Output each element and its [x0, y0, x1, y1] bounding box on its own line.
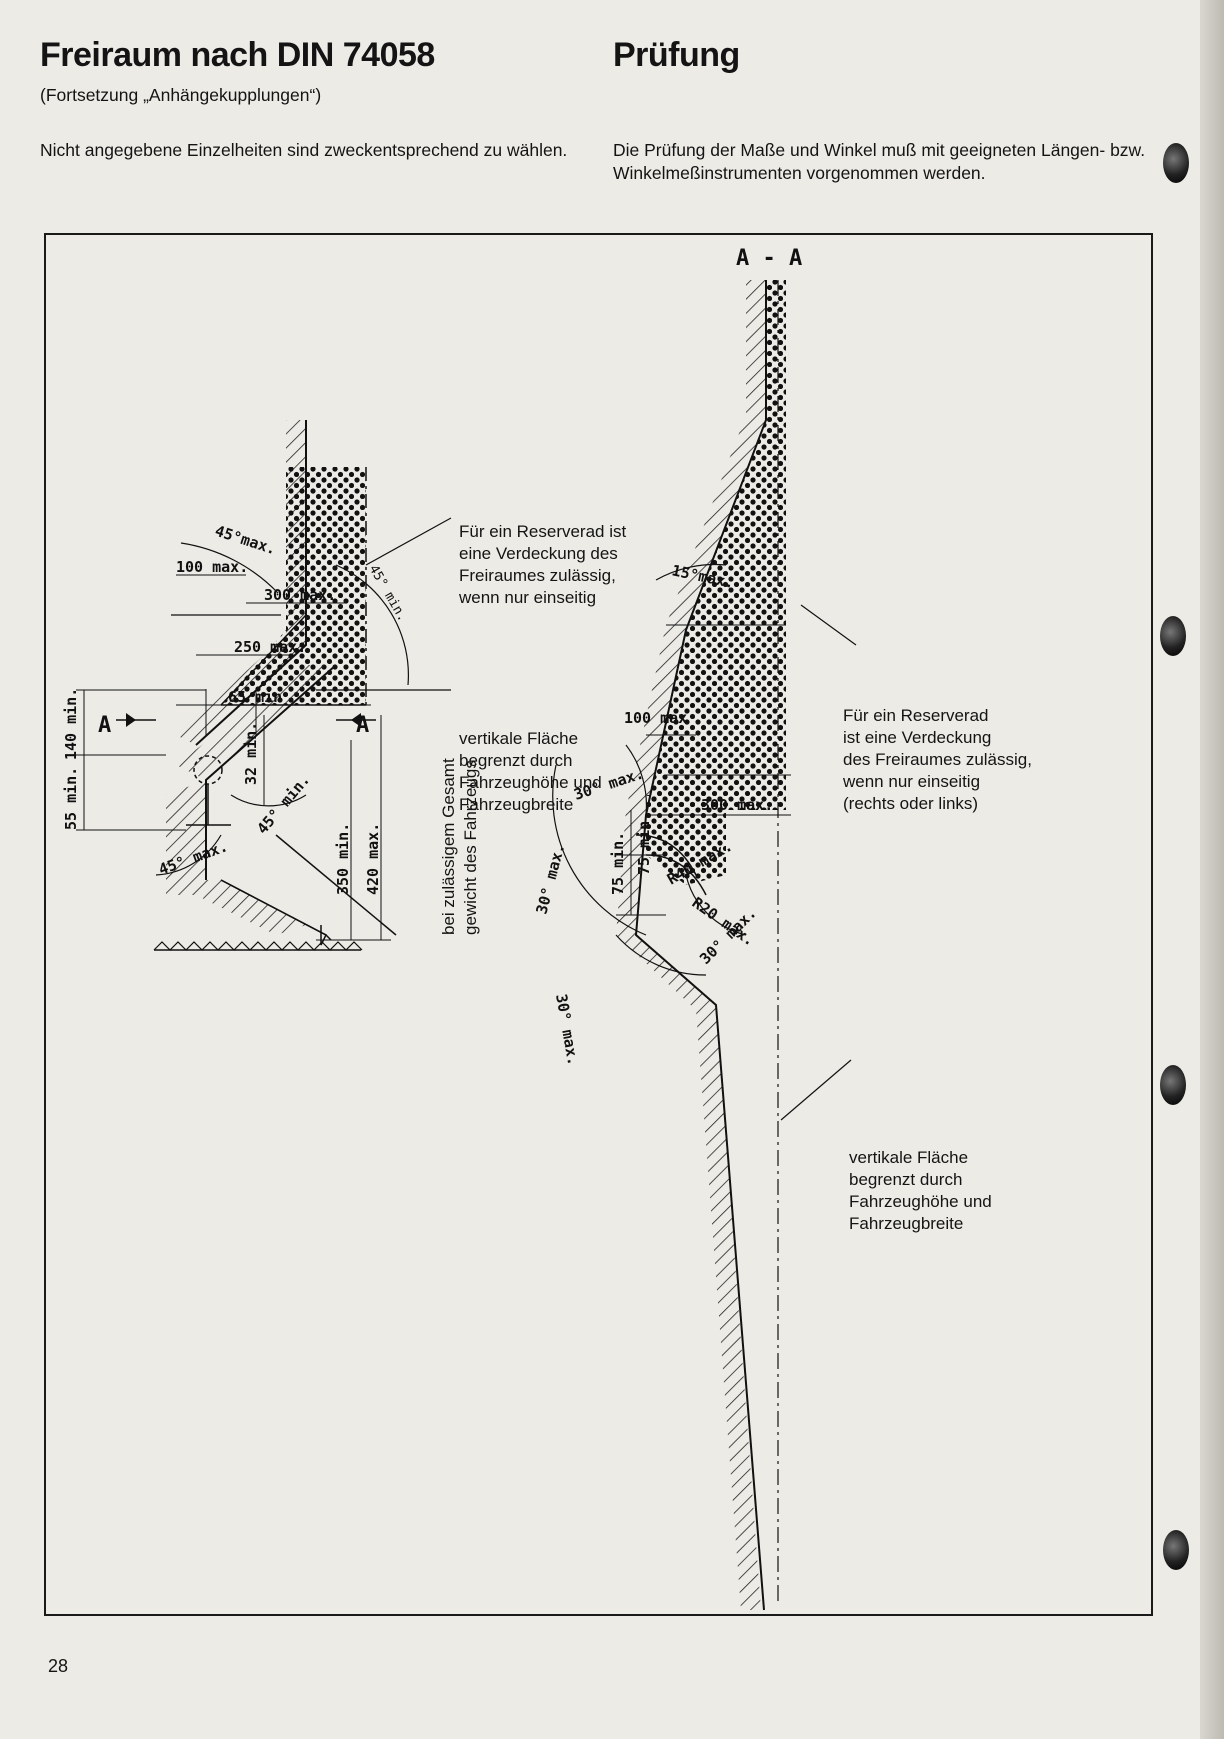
right-note-vertical-line1: vertikale Fläche [849, 1148, 969, 1167]
left-note-vertical: vertikale Fläche begrenzt durch Fahrzeug… [459, 728, 602, 816]
dim-140-left: 140 min. [62, 688, 80, 760]
dim-300-right: 300 max. [701, 796, 773, 814]
section-a-a: A - A [736, 246, 802, 271]
right-note-spare-line2: ist eine Verdeckung [843, 728, 992, 747]
right-note-spare-line3: des Freiraumes zulässig, [843, 750, 1032, 769]
page-number: 28 [48, 1656, 69, 1676]
binder-hole-top [1163, 143, 1189, 183]
left-note-rotated-line1: bei zulässigem Gesamt [439, 758, 458, 935]
dim-75-a-right: 75 min. [609, 832, 627, 895]
left-subtitle: (Fortsetzung „Anhängekupplungen“) [40, 85, 322, 105]
right-note-vertical-line3: Fahrzeughöhe und [849, 1192, 992, 1211]
right-intro: Die Prüfung der Maße und Winkel muß mit … [613, 140, 1146, 183]
dim-32-left: 32 min. [242, 722, 260, 785]
left-note-rotated-line2: gewicht des Fahrzeugs [461, 760, 480, 935]
dim-45-top-left: 45°max. [213, 522, 279, 559]
left-note-spare: Für ein Reserverad ist eine Verdeckung d… [459, 521, 626, 609]
dim-350-left: 350 min. [334, 823, 352, 895]
dim-30-lower-right: 30° max. [552, 993, 582, 1067]
right-figure: A - A 15°max. 100 max 30° max. 300 max. … [532, 246, 857, 1611]
left-note-vertical-line2: begrenzt durch [459, 751, 573, 770]
dim-420-left: 420 max. [364, 823, 382, 895]
dim-100-right: 100 max [624, 709, 687, 727]
binder-hole-mid [1160, 616, 1186, 656]
right-note-vertical-line2: begrenzt durch [849, 1170, 963, 1189]
dim-100-left: 100 max. [176, 558, 248, 576]
diagram-svg: 100 max. 45°max. 45° min. 300 max. 250 m… [62, 246, 857, 1611]
section-a-left: A [98, 713, 111, 738]
dim-250-left: 250 max. [234, 638, 306, 656]
binder-hole-bottom [1163, 1530, 1189, 1570]
diagram-frame: 100 max. 45°max. 45° min. 300 max. 250 m… [44, 233, 1153, 1616]
left-intro: Nicht angegebene Einzelheiten sind zweck… [40, 140, 568, 160]
dim-55-left: 55 min. [62, 767, 80, 830]
left-note-spare-line2: eine Verdeckung des [459, 544, 618, 563]
left-figure: 100 max. 45°max. 45° min. 300 max. 250 m… [62, 420, 452, 951]
left-note-vertical-line4: Fahrzeugbreite [459, 795, 574, 814]
right-note-spare-line1: Für ein Reserverad [843, 706, 989, 725]
right-note-spare-line4: wenn nur einseitig [843, 772, 981, 791]
dim-30-side-right: 30° max. [532, 842, 568, 916]
page-edge [1200, 0, 1224, 1739]
left-note-rotated: bei zulässigem Gesamt gewicht des Fahrze… [438, 735, 482, 935]
left-note-spare-line1: Für ein Reserverad ist [459, 522, 627, 541]
dim-75-b-right: 75 min. [635, 812, 653, 875]
section-a-right: A [356, 713, 369, 738]
right-note-spare: Für ein Reserverad ist eine Verdeckung d… [843, 705, 1032, 815]
dim-45-right-left: 45° min. [366, 563, 410, 625]
left-note-spare-line3: Freiraumes zulässig, [459, 566, 616, 585]
right-note-vertical-line4: Fahrzeugbreite [849, 1214, 964, 1233]
left-note-vertical-line3: Fahrzeughöhe und [459, 773, 602, 792]
dim-300-left: 300 max. [264, 586, 336, 604]
right-note-vertical: vertikale Fläche begrenzt durch Fahrzeug… [849, 1147, 992, 1235]
left-note-vertical-line1: vertikale Fläche [459, 729, 579, 748]
left-note-spare-line4: wenn nur einseitig [459, 588, 597, 607]
dim-45-bottom-left: 45° min. [253, 771, 313, 838]
right-note-spare-line5: (rechts oder links) [843, 794, 979, 813]
right-title: Prüfung [613, 36, 740, 74]
left-title: Freiraum nach DIN 74058 [40, 36, 435, 74]
dim-65-left: 65 min [228, 688, 282, 706]
binder-hole-lower [1160, 1065, 1186, 1105]
